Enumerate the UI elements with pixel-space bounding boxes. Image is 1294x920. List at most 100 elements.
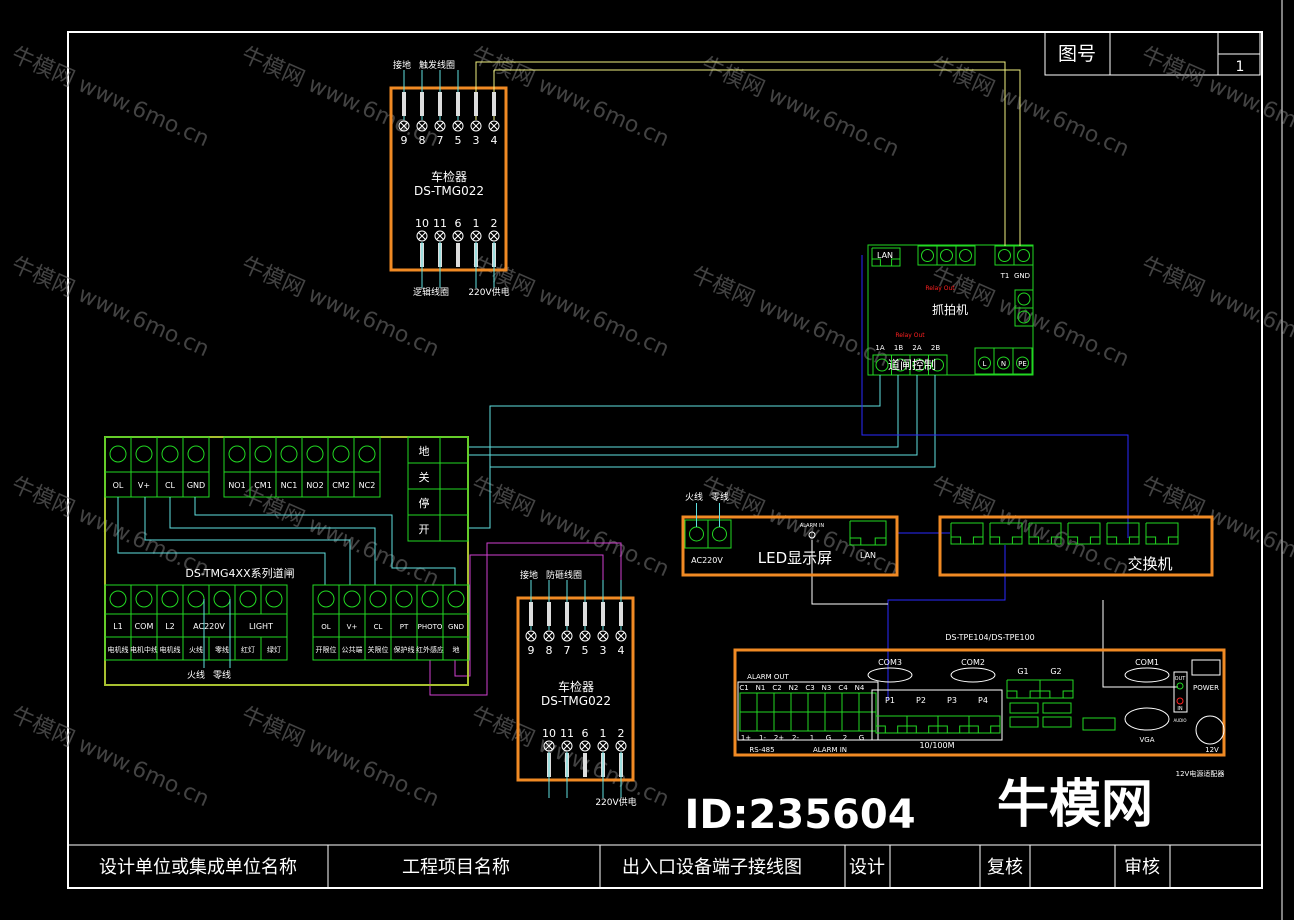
watermark-text: 牛模网 www.6mo.cn [8, 473, 213, 583]
pin-label: G [826, 734, 831, 742]
terminal-circle [561, 740, 573, 752]
pin-label: 2+ [774, 734, 784, 742]
poe-speed-label: 10/100M [919, 741, 954, 750]
terminal-cross [472, 122, 480, 130]
terminal-circle [416, 120, 428, 132]
terminal-label: NO2 [306, 481, 323, 490]
wire-tag [619, 602, 623, 626]
terminal-cell [824, 711, 843, 732]
screw-terminal-icon [470, 230, 482, 242]
switch-body [938, 515, 1214, 577]
com-port-label: COM1 [1135, 658, 1159, 667]
gnd-label: GND [1014, 272, 1030, 280]
terminal-icon [109, 590, 127, 608]
terminal-number: 9 [528, 644, 535, 657]
detector-body [516, 596, 635, 782]
port-notch [1050, 536, 1061, 544]
terminal-circle [416, 230, 428, 242]
pin-label: 1+ [741, 734, 751, 742]
live-label: 火线 [685, 491, 703, 503]
terminal-cell [353, 436, 381, 473]
power-pin-label: N [1001, 360, 1006, 368]
port-notch [1007, 690, 1018, 698]
wire-tag [402, 92, 406, 116]
terminal-number: 1 [600, 727, 607, 740]
terminal-cell [260, 584, 288, 615]
screw-terminal-icon [434, 120, 446, 132]
terminal-icon [358, 445, 376, 463]
terminal-cross [454, 122, 462, 130]
terminal-cell [773, 711, 792, 732]
terminal-label: PT [400, 623, 409, 631]
lan-port-label: LAN [877, 251, 893, 260]
watermark-text: 牛模网 www.6mo.cn [468, 473, 673, 583]
terminal-cell [773, 692, 792, 713]
terminal-icon [395, 590, 413, 608]
terminal-label: V+ [138, 481, 150, 490]
pin-label: 2B [931, 344, 940, 352]
terminal-cell [104, 584, 132, 615]
ethernet-port-icon [875, 715, 908, 734]
pin-label: C4 [838, 684, 848, 692]
terminal-cross [436, 232, 444, 240]
terminal-number: 3 [473, 134, 480, 147]
port-notch [891, 258, 900, 266]
dc-label: 12V [1205, 746, 1219, 754]
pin-label: N4 [855, 684, 865, 692]
gigabit-port-label: G1 [1017, 667, 1028, 676]
terminal-icon [921, 249, 934, 262]
terminal-desc: 绿灯 [267, 645, 281, 654]
design-label: 设计 [849, 857, 885, 878]
wire-gate-common [468, 375, 899, 448]
terminal-cross [418, 232, 426, 240]
watermark-text: 牛模网 www.6mo.cn [8, 43, 213, 153]
terminal-cell [841, 692, 860, 713]
terminal-cell [104, 436, 132, 473]
ground-label: 接地 [520, 569, 538, 581]
terminal-cell [275, 436, 303, 473]
wire-tag [456, 92, 460, 116]
pin-label: C1 [739, 684, 748, 692]
network-cable-nvr [887, 545, 1006, 700]
terminal-circle [579, 630, 591, 642]
terminal-label: CM2 [332, 481, 350, 490]
terminal-cross [490, 232, 498, 240]
vga-label: VGA [1139, 736, 1154, 744]
terminal-cell [858, 711, 877, 732]
port-notch [990, 536, 1001, 544]
screw-terminal-icon [434, 230, 446, 242]
terminal-label: GND [187, 481, 205, 490]
terminal-number: 2 [618, 727, 625, 740]
port-notch [1068, 536, 1079, 544]
terminal-cell [858, 692, 877, 713]
terminal-cross [563, 742, 571, 750]
ethernet-port-icon [871, 247, 901, 267]
screw-terminal-icon [525, 630, 537, 642]
terminal-cell [807, 692, 826, 713]
watermark-text: 牛模网 www.6mo.cn [928, 53, 1133, 163]
terminal-cross [581, 632, 589, 640]
wire-tag [547, 602, 551, 626]
ethernet-port-icon [950, 522, 984, 545]
audio-in-icon [1176, 697, 1184, 705]
terminal-cell [442, 584, 470, 615]
ethernet-port-icon [849, 520, 887, 546]
port-notch [959, 725, 969, 733]
terminal-number: 4 [618, 644, 625, 657]
port-notch [972, 536, 983, 544]
loop-label: 触发线圈 [419, 59, 455, 71]
watermark-text: 牛模网 www.6mo.cn [1138, 253, 1294, 363]
alarm-wire-led [811, 540, 888, 605]
terminal-circle [452, 230, 464, 242]
terminal-number: 4 [491, 134, 498, 147]
rs485-label: RS-485 [749, 746, 774, 754]
terminal-number: 7 [564, 644, 571, 657]
terminal-number: 9 [401, 134, 408, 147]
usb-port-icon [1009, 716, 1039, 728]
serial-port-icon [1124, 667, 1170, 683]
terminal-circle [579, 740, 591, 752]
terminal-cell [338, 584, 366, 615]
device-name: 车检器 [431, 169, 467, 184]
